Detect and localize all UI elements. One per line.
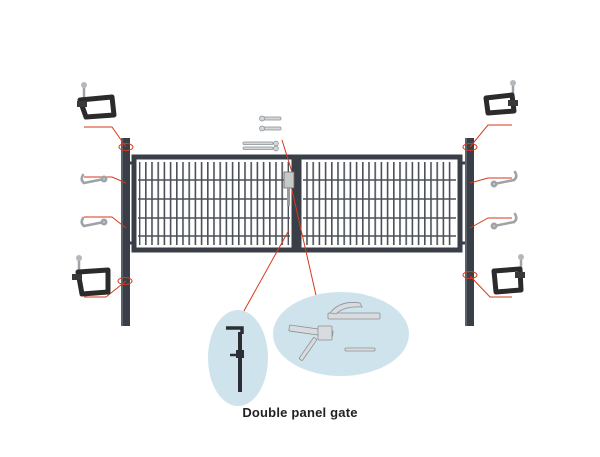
center-latch: [283, 171, 295, 206]
latch-detail: [273, 292, 409, 376]
hinge-arms: [130, 161, 465, 245]
clamp-icon: [77, 82, 117, 120]
leader-lines-right: [462, 124, 512, 298]
clamp-icon: [483, 80, 518, 116]
latch-handle-icon: [288, 302, 381, 361]
clamp-icon: [72, 255, 111, 297]
left-gate-panel: [131, 154, 297, 253]
clamp-icon: [491, 254, 525, 295]
leader-lines-left: [84, 126, 134, 298]
left-post: [121, 138, 130, 326]
right-gate-panel: [296, 154, 463, 253]
drop-bolt-icon: [226, 326, 244, 392]
diagram-caption: Double panel gate: [242, 405, 358, 420]
drop-bolt-detail: [208, 310, 268, 406]
leader-lines-center: [239, 139, 319, 319]
right-post: [465, 138, 474, 326]
pin-icon: [242, 115, 282, 152]
hinge-hook-icon: [80, 173, 108, 228]
hinge-hook-icon: [490, 170, 518, 230]
